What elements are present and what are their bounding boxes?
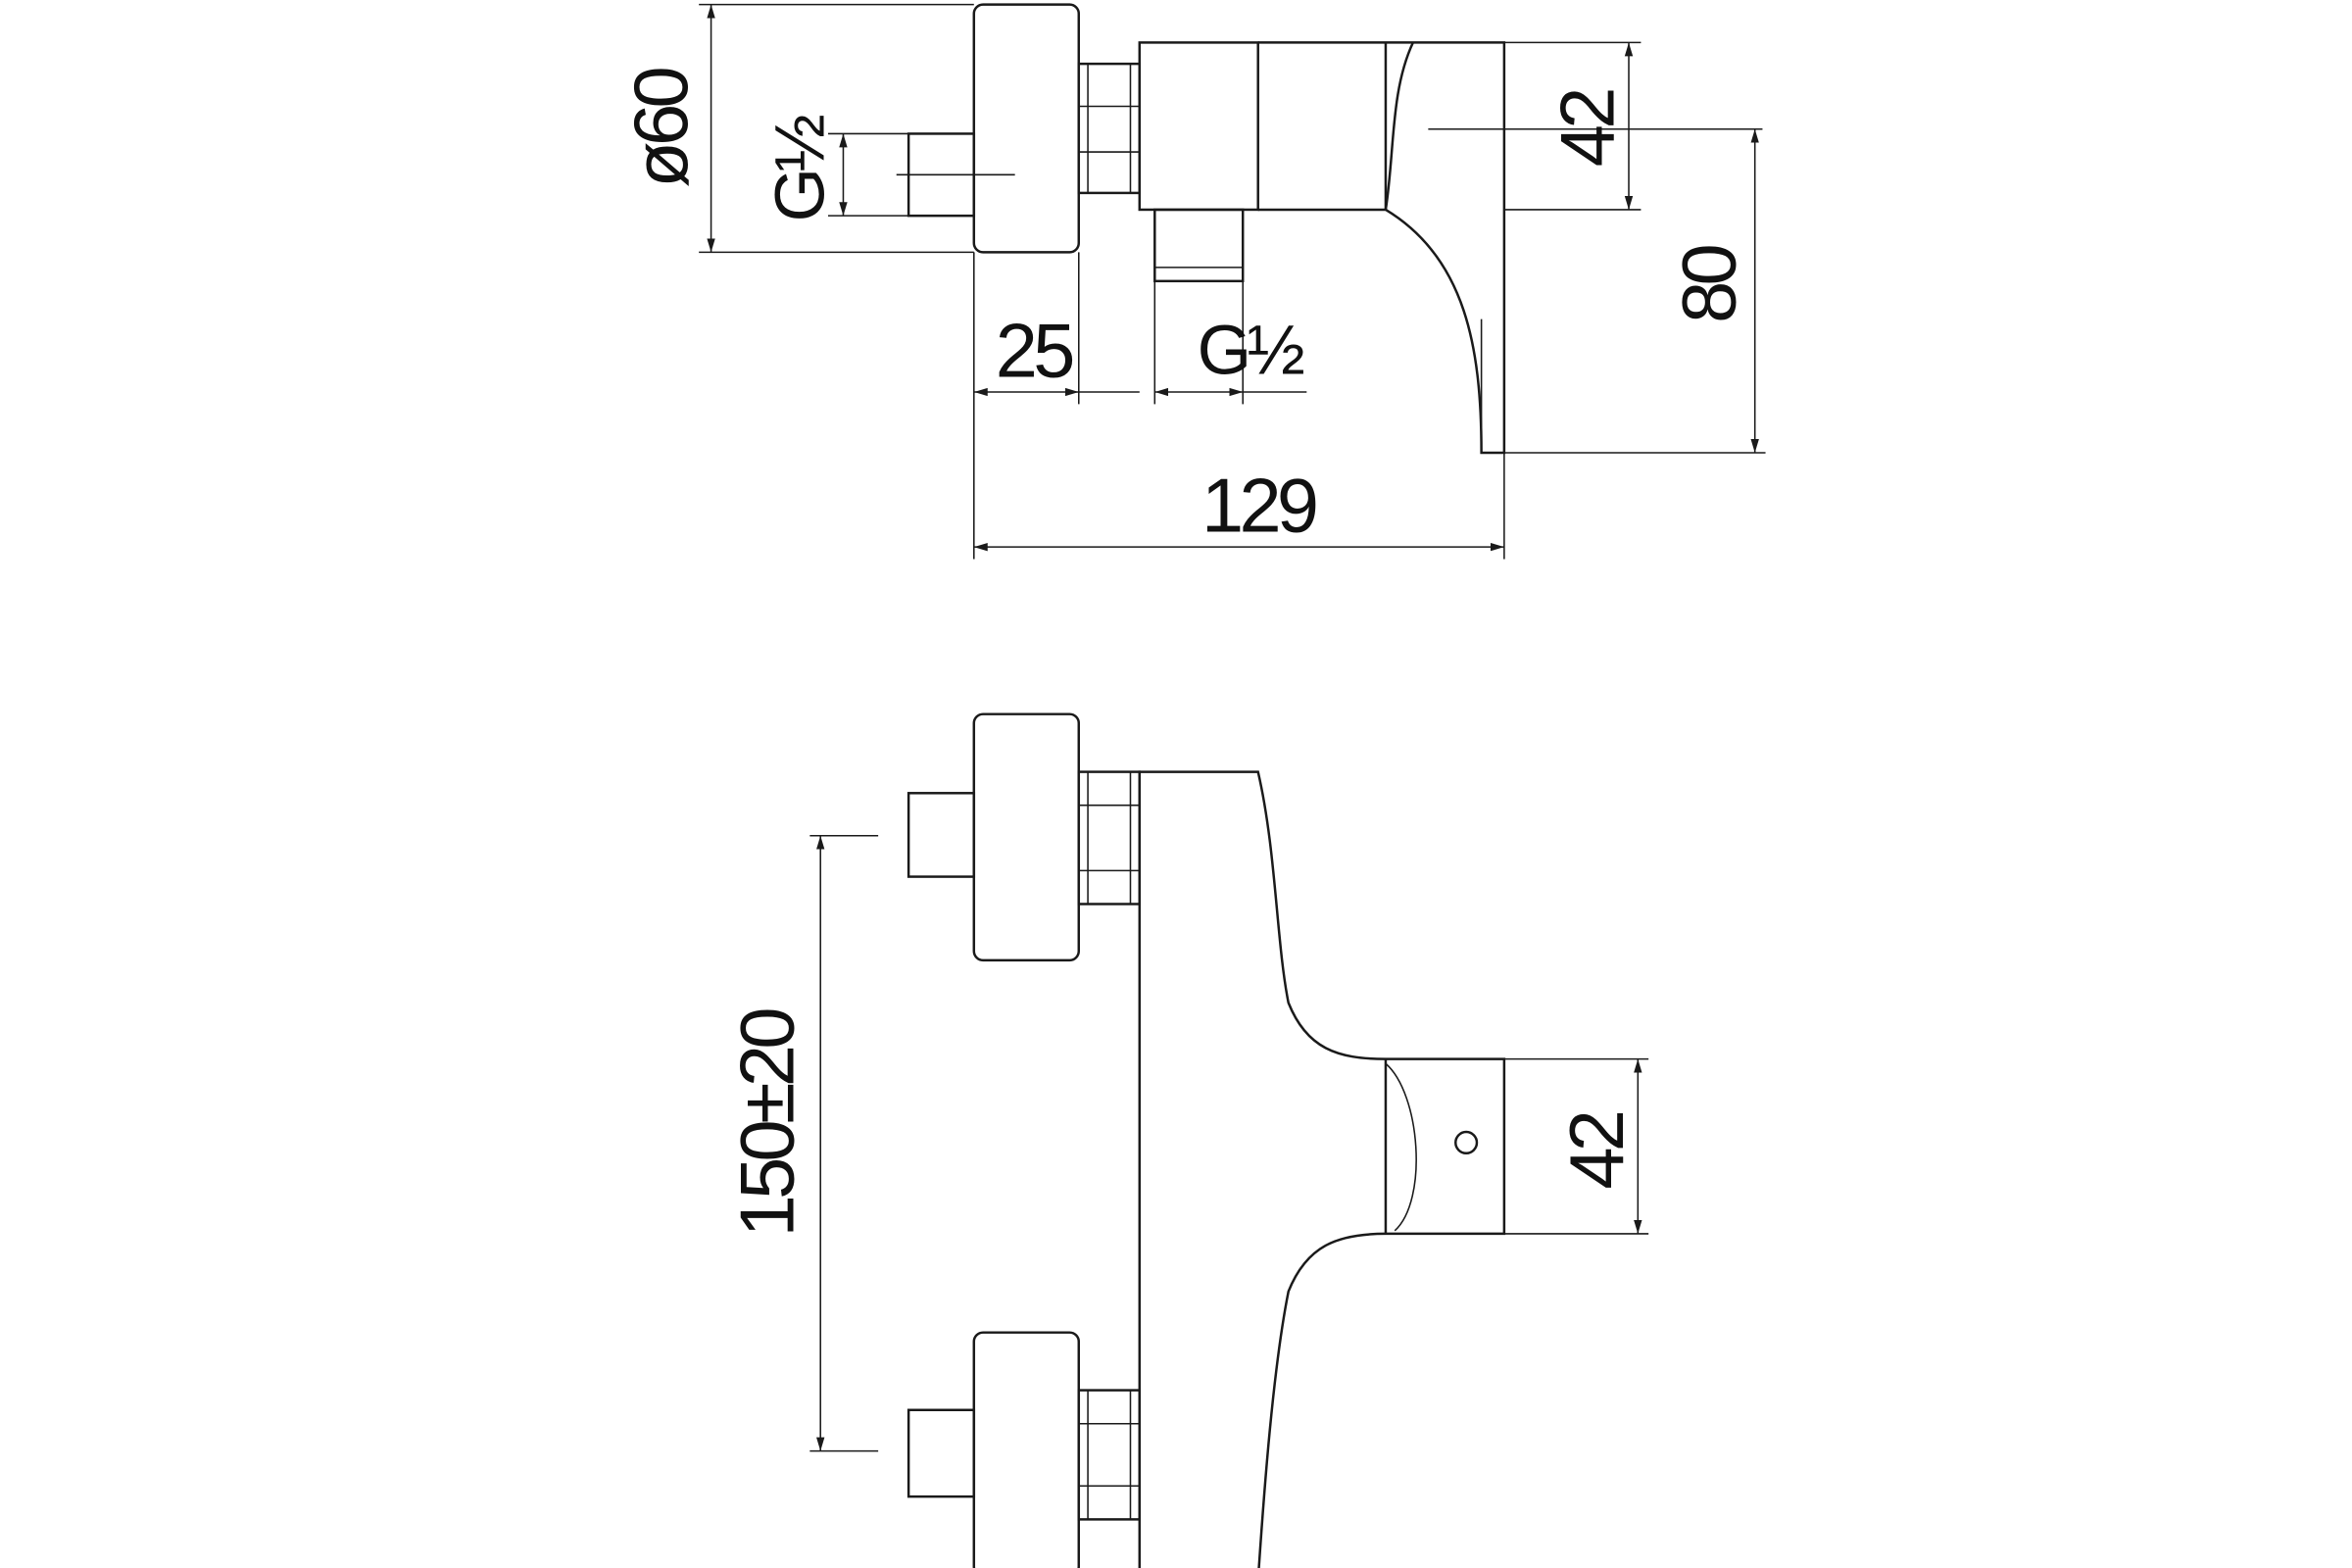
upper-inlet — [906, 712, 1142, 962]
dim-total-depth: 129 — [1201, 465, 1316, 549]
lever-screw-hole — [1454, 1130, 1479, 1154]
dim-rosette-diameter: ø60 — [619, 68, 704, 187]
dim-front-lever-height: 42 — [1555, 1112, 1640, 1189]
dim-rosette-depth: 25 — [996, 309, 1072, 393]
dim-outlet-thread: G½ — [1198, 311, 1304, 389]
dim-lever-height: 42 — [1546, 90, 1631, 167]
lower-inlet — [906, 1331, 1142, 1568]
dim-outlet-height: 80 — [1668, 245, 1752, 322]
outlet-connector — [1153, 208, 1245, 283]
side-view: ø60 G½ 42 80 25 G½ 129 — [619, 3, 1766, 560]
dim-inlet-spacing: 150±20 — [725, 1009, 809, 1238]
dim-inlet-thread: G½ — [760, 116, 839, 222]
hex-nut — [1077, 62, 1142, 195]
wall-rosette — [972, 3, 1081, 254]
mixer-body-front — [1138, 770, 1506, 1568]
front-view: 150±20 42 — [725, 712, 1649, 1568]
